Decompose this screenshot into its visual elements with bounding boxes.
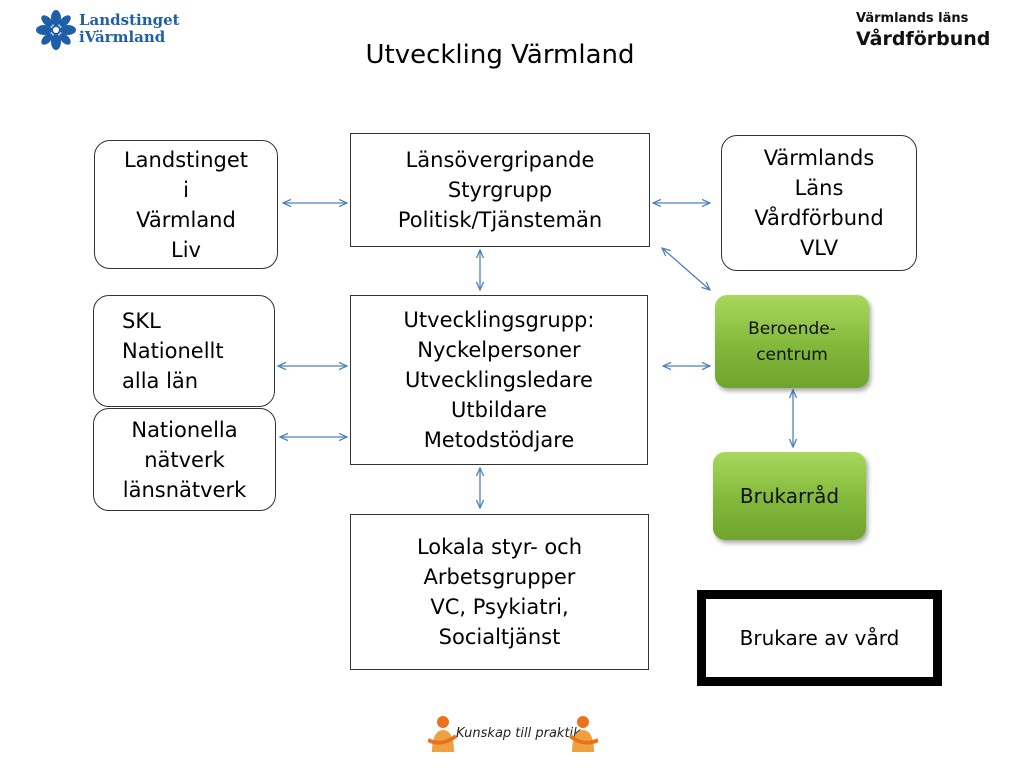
box-utvecklingsgrupp-line: Utbildare bbox=[451, 398, 547, 422]
box-styrgrupp-line: Länsövergripande bbox=[405, 148, 595, 172]
box-vlv-line: Läns bbox=[794, 176, 844, 200]
box-landstinget-line: Landstinget bbox=[123, 147, 248, 172]
box-lokala-line: Lokala styr- och bbox=[416, 535, 583, 559]
box-beroendecentrum-line: Beroende- bbox=[748, 318, 836, 339]
box-landstinget-line: i bbox=[183, 177, 189, 202]
logo-right-line-1: Värmlands läns bbox=[856, 11, 969, 26]
box-styrgrupp-line: Styrgrupp bbox=[447, 178, 553, 202]
box-beroendecentrum-line: centrum bbox=[756, 344, 828, 365]
box-brukarrad-line: Brukarråd bbox=[739, 484, 840, 508]
box-vlv-line: Värmlands bbox=[763, 146, 875, 170]
box-skl-line: alla län bbox=[122, 369, 199, 393]
person-left-icon bbox=[428, 716, 458, 752]
box-utvecklingsgrupp-line: Utvecklingsgrupp: bbox=[403, 308, 595, 332]
arrow-styrgrupp-beroende bbox=[662, 248, 710, 290]
box-utvecklingsgrupp-line: Nyckelpersoner bbox=[417, 338, 581, 362]
box-landstinget-line: Värmland bbox=[136, 207, 236, 232]
box-skl-line: SKL bbox=[122, 309, 161, 333]
box-brukare-line: Brukare av vård bbox=[739, 626, 900, 650]
box-skl-line: Nationellt bbox=[122, 339, 224, 363]
box-styrgrupp: Länsövergripande Styrgrupp Politisk/Tjän… bbox=[350, 133, 650, 247]
box-vlv-line: VLV bbox=[799, 236, 839, 260]
page-title: Utveckling Värmland bbox=[365, 40, 635, 70]
box-brukare: Brukare av vård bbox=[697, 590, 942, 686]
box-utvecklingsgrupp: Utvecklingsgrupp: Nyckelpersoner Utveckl… bbox=[350, 295, 648, 465]
box-vlv-line: Vårdförbund bbox=[754, 206, 884, 230]
box-natverk-line: nätverk bbox=[144, 447, 225, 472]
person-right-icon bbox=[568, 716, 598, 752]
box-natverk-line: Nationella bbox=[131, 417, 238, 442]
box-utvecklingsgrupp-line: Utvecklingsledare bbox=[405, 368, 593, 392]
box-brukarrad: Brukarråd bbox=[713, 452, 866, 540]
box-lokala-line: Socialtjänst bbox=[438, 625, 561, 649]
vardforbund-logo: Värmlands läns Vårdförbund bbox=[856, 10, 1016, 50]
box-lokala: Lokala styr- och Arbetsgrupper VC, Psyki… bbox=[350, 514, 649, 670]
footer-logo-text: Kunskap till praktik bbox=[456, 726, 581, 741]
star-flower-icon bbox=[36, 10, 76, 50]
landstinget-logo: Landstinget iVärmland bbox=[36, 8, 180, 52]
kunskap-till-praktik-logo: Kunskap till praktik bbox=[428, 714, 598, 756]
box-landstinget-line: Liv bbox=[171, 237, 201, 262]
box-styrgrupp-line: Politisk/Tjänstemän bbox=[397, 208, 603, 232]
logo-right-line-2: Vårdförbund bbox=[856, 28, 991, 50]
box-beroendecentrum: Beroende- centrum bbox=[715, 295, 869, 388]
box-vlv: Värmlands Läns Vårdförbund VLV bbox=[721, 135, 917, 271]
box-natverk: Nationella nätverk länsnätverk bbox=[93, 408, 276, 511]
box-landstinget: Landstinget i Värmland Liv bbox=[94, 140, 278, 269]
box-utvecklingsgrupp-line: Metodstödjare bbox=[423, 428, 575, 452]
box-skl: SKL Nationellt alla län bbox=[93, 295, 275, 407]
logo-left-line-2: iVärmland bbox=[79, 28, 166, 46]
box-lokala-line: VC, Psykiatri, bbox=[430, 595, 569, 619]
box-natverk-line: länsnätverk bbox=[122, 477, 247, 502]
logo-left-line-1: Landstinget bbox=[79, 11, 180, 29]
box-lokala-line: Arbetsgrupper bbox=[423, 565, 576, 589]
